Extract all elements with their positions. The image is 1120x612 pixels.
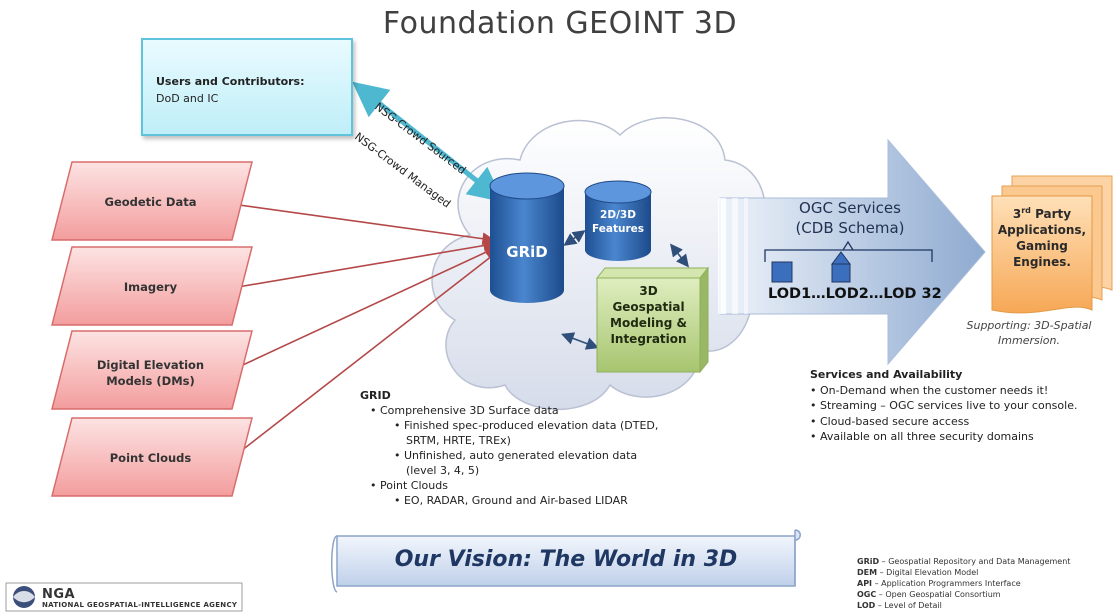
arrow-imagery	[231, 239, 497, 289]
list-item: • Unfinished, auto generated elevation d…	[394, 449, 638, 462]
dem-shape	[51, 330, 253, 410]
page-title: Foundation GEOINT 3D	[382, 6, 738, 41]
glossary-item: DEM – Digital Elevation Model	[857, 568, 979, 577]
glossary-item: GRiD – Geospatial Repository and Data Ma…	[857, 557, 1071, 566]
nga-logo-name: NGA	[42, 587, 76, 602]
glossary-item: LOD – Level of Detail	[857, 601, 942, 610]
glossary-item: OGC – Open Geospatial Consortium	[857, 590, 1001, 599]
modeling-box-shape	[595, 266, 710, 374]
arrow-point-clouds	[231, 250, 500, 459]
list-item: • Cloud-based secure access	[810, 414, 970, 428]
users-box-title: Users and Contributors:	[156, 75, 305, 88]
crowd-arrow	[352, 81, 504, 203]
list-item: • Available on all three security domain…	[810, 430, 1034, 443]
arrow-dem	[231, 246, 498, 371]
supporting-note: Supporting: 3D-Spatial Immersion.	[966, 319, 1092, 347]
glossary: GRiD – Geospatial Repository and Data Ma…	[857, 556, 1070, 611]
vision-statement: Our Vision: The World in 3D	[394, 547, 738, 572]
point-clouds-shape	[51, 417, 253, 497]
users-contributors-box: Users and Contributors: DoD and IC	[141, 38, 353, 136]
nga-logo-fullname: NATIONAL GEOSPATIAL-INTELLIGENCE AGENCY	[42, 601, 238, 609]
imagery-label: Imagery	[123, 280, 178, 294]
grid-heading: GRID	[360, 389, 391, 402]
lod1-icon	[771, 261, 793, 283]
services-availability: Services and Availability • On-Demand wh…	[810, 367, 1077, 445]
geodetic-data-label: Geodetic Data	[104, 195, 197, 209]
grid-description: GRID • Comprehensive 3D Surface data • F…	[360, 388, 658, 508]
dem-label: Digital Elevation Models (DMs)	[96, 358, 205, 388]
lod-range-label: LOD1…LOD2…LOD 32	[768, 286, 942, 302]
list-item: • Streaming – OGC services live to your …	[810, 399, 1078, 412]
list-item: (level 3, 4, 5)	[406, 464, 480, 477]
point-clouds-label: Point Clouds	[109, 451, 192, 465]
list-item: • Finished spec-produced elevation data …	[394, 419, 659, 432]
third-party-label: 3rd Party Applications, Gaming Engines.	[997, 206, 1087, 269]
services-heading: Services and Availability	[810, 368, 963, 381]
users-box-subtitle: DoD and IC	[156, 92, 219, 105]
internal-arrows	[561, 230, 689, 350]
glossary-item: API – Application Programmers Interface	[857, 579, 1021, 588]
features-database-icon	[584, 180, 652, 261]
list-item: • EO, RADAR, Ground and Air-based LIDAR	[394, 494, 628, 507]
list-item: SRTM, HRTE, TREx)	[406, 434, 511, 447]
modeling-label: 3D Geospatial Modeling & Integration	[610, 284, 687, 346]
third-party-stack	[991, 175, 1113, 314]
grid-label: GRiD	[506, 243, 548, 261]
data-source-shapes	[51, 161, 253, 497]
arrow-geodetic	[231, 203, 496, 246]
list-item: • On-Demand when the customer needs it!	[810, 383, 1049, 397]
nga-logo-icon	[5, 582, 243, 612]
imagery-shape	[51, 246, 253, 326]
features-label: 2D/3D Features	[592, 209, 644, 235]
grid-database-icon	[489, 172, 565, 303]
geodetic-data-shape	[51, 161, 253, 241]
ogc-services-label: OGC Services (CDB Schema)	[795, 199, 905, 237]
list-item: • Comprehensive 3D Surface data	[370, 404, 559, 417]
list-item: • Point Clouds	[370, 479, 448, 492]
data-source-arrows	[231, 203, 500, 459]
vision-banner-shape	[331, 529, 801, 593]
lod2-icon	[831, 263, 851, 283]
ogc-services-arrow	[718, 138, 986, 366]
